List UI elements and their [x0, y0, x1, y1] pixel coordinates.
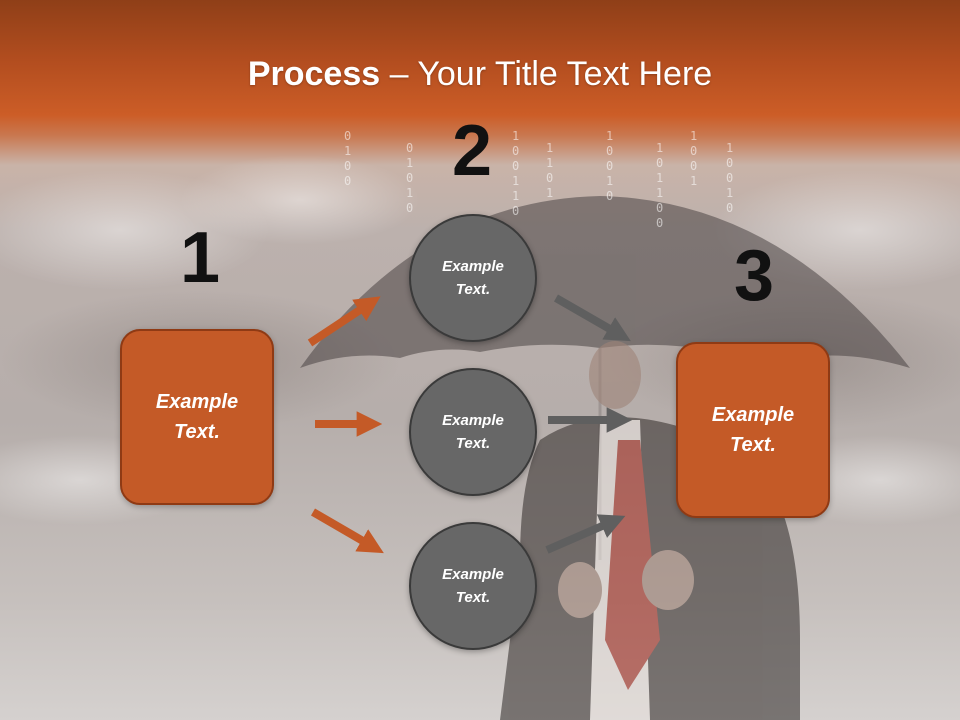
binary-digit: 0	[656, 201, 663, 215]
binary-digit: 1	[546, 141, 553, 155]
binary-digit: 1	[546, 156, 553, 170]
binary-digit: 1	[546, 186, 553, 200]
binary-digit: 0	[606, 189, 613, 203]
binary-digit: 0	[344, 129, 351, 143]
binary-digit: 1	[690, 129, 697, 143]
circle-bottom[interactable]: Example Text.	[409, 522, 537, 650]
binary-digit: 1	[656, 141, 663, 155]
binary-digit: 0	[512, 159, 519, 173]
right-step-box[interactable]: Example Text.	[676, 342, 830, 518]
circle-top-line2: Text.	[455, 281, 491, 298]
binary-digit: 0	[656, 216, 663, 230]
slide-title: Process – Your Title Text Here	[0, 52, 960, 96]
arrow-from-circle-bottom	[545, 514, 626, 554]
binary-digit: 0	[726, 201, 733, 215]
arrow-to-circle-top	[307, 296, 381, 347]
binary-digit: 1	[606, 174, 613, 188]
binary-digit: 0	[512, 204, 519, 218]
left-box-line1: Example	[155, 391, 239, 413]
right-box-line1: Example	[711, 404, 795, 426]
step-number-3: 3	[733, 236, 775, 316]
binary-digit: 0	[726, 171, 733, 185]
circle-bottom-line1: Example	[442, 566, 504, 583]
right-box-line2: Text.	[730, 434, 776, 456]
binary-digit: 1	[512, 189, 519, 203]
binary-digit: 0	[690, 144, 697, 158]
binary-digit: 1	[606, 129, 613, 143]
binary-digit: 0	[606, 159, 613, 173]
left-step-box[interactable]: Example Text.	[120, 329, 274, 505]
title-rest: – Your Title Text Here	[380, 55, 713, 93]
arrow-from-circle-top	[554, 294, 631, 342]
binary-digit: 0	[344, 159, 351, 173]
circle-bottom-line2: Text.	[455, 589, 491, 606]
circle-top-line1: Example	[442, 258, 504, 275]
binary-digit: 0	[406, 141, 413, 155]
binary-digit: 1	[406, 186, 413, 200]
title-bold: Process	[247, 55, 381, 93]
binary-digit: 1	[690, 174, 697, 188]
arrow-to-circle-bottom	[310, 508, 384, 554]
circle-top[interactable]: Example Text.	[409, 214, 537, 342]
step-number-2: 2	[451, 111, 493, 191]
binary-digit: 0	[606, 144, 613, 158]
circle-middle-line1: Example	[442, 412, 504, 429]
binary-digit: 1	[512, 174, 519, 188]
binary-digit: 1	[726, 186, 733, 200]
binary-digit: 0	[406, 201, 413, 215]
binary-digit: 0	[656, 156, 663, 170]
circle-middle[interactable]: Example Text.	[409, 368, 537, 496]
binary-digit: 0	[512, 144, 519, 158]
step-number-1: 1	[179, 218, 221, 298]
binary-digit: 0	[546, 171, 553, 185]
binary-digit: 0	[344, 174, 351, 188]
binary-digit: 0	[406, 171, 413, 185]
binary-digit: 1	[656, 171, 663, 185]
binary-digit: 1	[344, 144, 351, 158]
binary-digit: 1	[726, 141, 733, 155]
binary-digit: 1	[512, 129, 519, 143]
binary-digit: 0	[726, 156, 733, 170]
binary-digit: 1	[406, 156, 413, 170]
circle-middle-line2: Text.	[455, 435, 491, 452]
left-box-line2: Text.	[174, 421, 220, 443]
binary-digit: 0	[690, 159, 697, 173]
binary-digit: 1	[656, 186, 663, 200]
